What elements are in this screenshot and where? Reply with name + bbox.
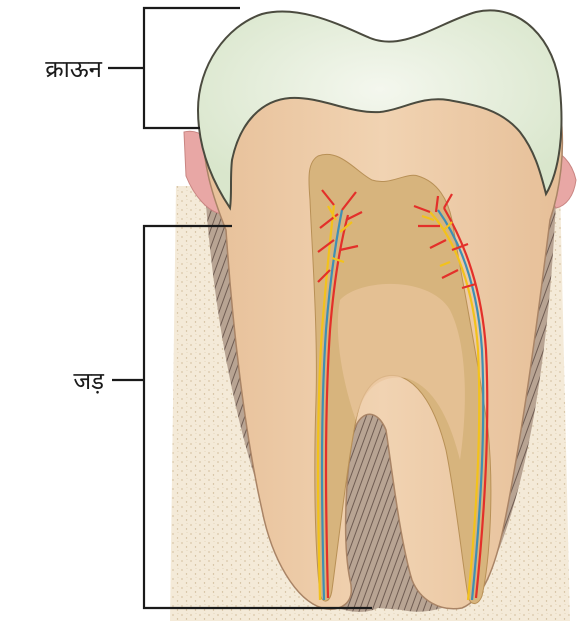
root-label: जड़ (73, 367, 105, 395)
crown-label: क्राऊन (45, 55, 102, 83)
